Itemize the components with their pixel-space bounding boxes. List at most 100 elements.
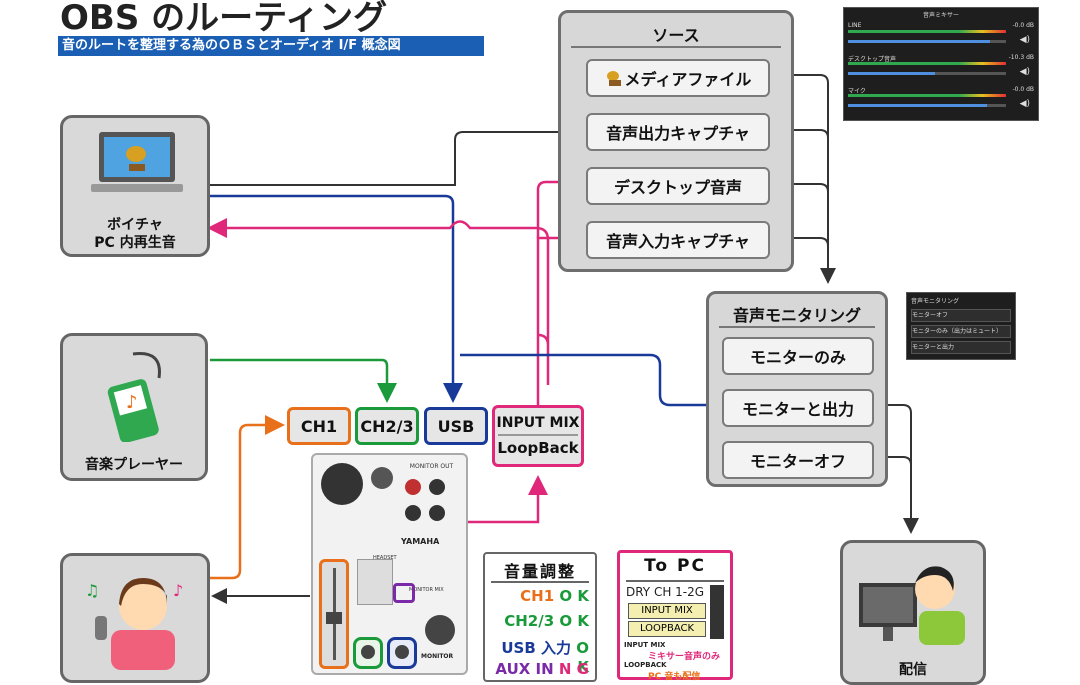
line-incap-to-monitoring xyxy=(772,237,829,247)
rca-white-jack xyxy=(429,479,445,495)
channel-ch1: CH1 xyxy=(287,407,351,445)
line-desktop-to-monitoring xyxy=(772,183,829,193)
obs-mixer-slider-track[interactable] xyxy=(848,104,1006,107)
volume-row-status: O K xyxy=(559,612,589,630)
page-title: OBS のルーティング xyxy=(60,0,388,38)
topc-loopback-button[interactable]: LOOPBACK xyxy=(628,621,706,637)
xlr-input-jack xyxy=(321,463,363,505)
source-desktop-audio-label: デスクトップ音声 xyxy=(613,178,742,197)
volume-row-status: N G xyxy=(558,660,589,678)
volume-row: CH1 O K xyxy=(485,587,589,605)
svg-text:♪: ♪ xyxy=(173,581,183,600)
pc-label-line1: ボイチャ xyxy=(107,217,163,233)
obs-mixer-track-db: -0.0 dB xyxy=(1012,22,1034,29)
volume-card: 音量調整 CH1 O K CH2/3 O K USB 入力 O K AUX IN… xyxy=(483,552,597,682)
line-interface-to-inputmix xyxy=(468,475,548,524)
monitor-only-option[interactable]: モニターのみ xyxy=(722,337,874,375)
speaker-icon[interactable]: ◀) xyxy=(1019,99,1030,109)
topc-note2-label: LOOPBACK xyxy=(624,661,667,669)
singer-device: ♫ ♪ xyxy=(60,553,210,683)
page-subtitle: 音のルートを整理する為のＯＢＳとオーディオ I/F 概念図 xyxy=(58,36,484,56)
player-label: 音楽プレーヤー xyxy=(85,457,183,473)
obs-mixer-title: 音声ミキサー xyxy=(922,12,959,19)
line-to-desktop xyxy=(536,172,587,238)
volume-row-name: CH1 xyxy=(520,587,555,605)
monitoring-panel-title: 音声モニタリング xyxy=(732,306,861,325)
volume-card-divider xyxy=(491,581,589,583)
streamer-icon xyxy=(859,566,965,645)
topc-dry-label: DRY CH 1-2G xyxy=(626,585,705,599)
line-monitor-output-to-stream xyxy=(872,404,919,534)
volume-row: USB 入力 O K xyxy=(485,637,589,676)
topc-card: To PC DRY CH 1-2G INPUT MIX LOOPBACK INP… xyxy=(617,550,733,682)
stream-device: 配信 xyxy=(840,540,986,685)
line-mic-to-ch1 xyxy=(210,415,285,580)
fader-knob[interactable] xyxy=(326,612,342,624)
obs-mixer-track-db: -0.0 dB xyxy=(1012,86,1034,93)
obs-mixer-meter xyxy=(848,94,1006,97)
audio-interface: MONITOR OUT YAMAHA HEADSET MONITOR MIX M… xyxy=(311,453,468,675)
pc-label-line2: PC 内再生音 xyxy=(94,235,176,251)
channel-usb: USB xyxy=(424,407,488,445)
monitoring-panel: 音声モニタリング モニターのみ モニターと出力 モニターオフ xyxy=(706,291,888,487)
monitor-knob[interactable] xyxy=(425,615,455,645)
line-player-to-ch23 xyxy=(210,358,397,403)
speaker-icon[interactable]: ◀) xyxy=(1019,67,1030,77)
monitor-off-option[interactable]: モニターオフ xyxy=(722,441,874,479)
ch23-knob[interactable] xyxy=(353,637,383,669)
inputmix-label-1: INPUT MIX xyxy=(496,415,580,431)
monitor-and-output-option[interactable]: モニターと出力 xyxy=(722,389,874,427)
music-player-icon: ♪ xyxy=(107,352,161,442)
source-input-capture[interactable]: 音声入力キャプチャ xyxy=(586,221,770,259)
music-player-device: ♪ 音楽プレーヤー xyxy=(60,333,208,481)
obs-mixer-slider-track[interactable] xyxy=(848,72,1006,75)
ch1-fader[interactable] xyxy=(319,559,349,669)
obs-mixer-slider-track[interactable] xyxy=(848,40,1006,43)
knob-cap xyxy=(361,645,375,659)
volume-row-status: O K xyxy=(576,639,589,676)
volume-row-name: CH2/3 xyxy=(504,612,555,630)
source-media-file[interactable]: メディアファイル xyxy=(586,59,770,97)
obs-monitor-option-label: モニターオフ xyxy=(912,312,949,319)
line-media-to-monitoring xyxy=(772,74,836,284)
line-pc-to-usb xyxy=(210,194,463,403)
gramophone-icon xyxy=(605,69,623,87)
source-output-capture[interactable]: 音声出力キャプチャ xyxy=(586,113,770,151)
topc-switch[interactable] xyxy=(710,585,724,639)
obs-monitor-option[interactable]: モニターオフ xyxy=(911,309,1011,322)
usb-knob[interactable] xyxy=(387,637,417,669)
comp-eq-section xyxy=(357,559,393,605)
obs-mixer-track-name: デスクトップ音声 xyxy=(848,56,897,63)
obs-monitor-option[interactable]: モニターと出力 xyxy=(911,341,1011,354)
obs-mixer-meter xyxy=(848,30,1006,33)
topc-note1-text: ミキサー音声のみ xyxy=(648,652,721,662)
svg-text:♪: ♪ xyxy=(126,392,138,413)
topc-inputmix-button[interactable]: INPUT MIX xyxy=(628,603,706,619)
obs-mixer-track: LINE -0.0 dB ◀) xyxy=(848,22,1034,52)
obs-monitor-option-label: モニターと出力 xyxy=(912,344,955,351)
topc-note2-text: PC 音も配信 xyxy=(648,672,701,682)
obs-mixer-slider-fill xyxy=(848,104,988,107)
line-outcap-to-monitoring xyxy=(772,129,829,139)
source-output-capture-label: 音声出力キャプチャ xyxy=(606,124,750,143)
obs-monitoring-menu: 音声モニタリング モニターオフ モニターのみ（出力はミュート） モニターと出力 xyxy=(906,292,1016,360)
obs-mixer-meter xyxy=(848,62,1006,65)
aux-level-knob[interactable] xyxy=(393,583,415,603)
knob-cap xyxy=(395,645,409,659)
topc-card-title: To PC xyxy=(644,556,706,576)
line-monitor-off-to-stream xyxy=(872,456,912,466)
volume-card-title: 音量調整 xyxy=(503,562,576,581)
rca-red-jack xyxy=(405,479,421,495)
topc-card-divider xyxy=(626,580,724,582)
channel-inputmix: INPUT MIX LoopBack xyxy=(492,405,584,467)
obs-monitor-option[interactable]: モニターのみ（出力はミュート） xyxy=(911,325,1011,338)
laptop-icon xyxy=(91,132,183,192)
speaker-icon[interactable]: ◀) xyxy=(1019,35,1030,45)
sources-panel-title: ソース xyxy=(652,26,700,45)
topc-note1-label: INPUT MIX xyxy=(624,641,666,649)
obs-mixer-track-db: -10.3 dB xyxy=(1008,54,1034,61)
source-desktop-audio[interactable]: デスクトップ音声 xyxy=(586,167,770,205)
sources-panel-divider xyxy=(571,46,781,48)
svg-text:♫: ♫ xyxy=(85,581,99,600)
